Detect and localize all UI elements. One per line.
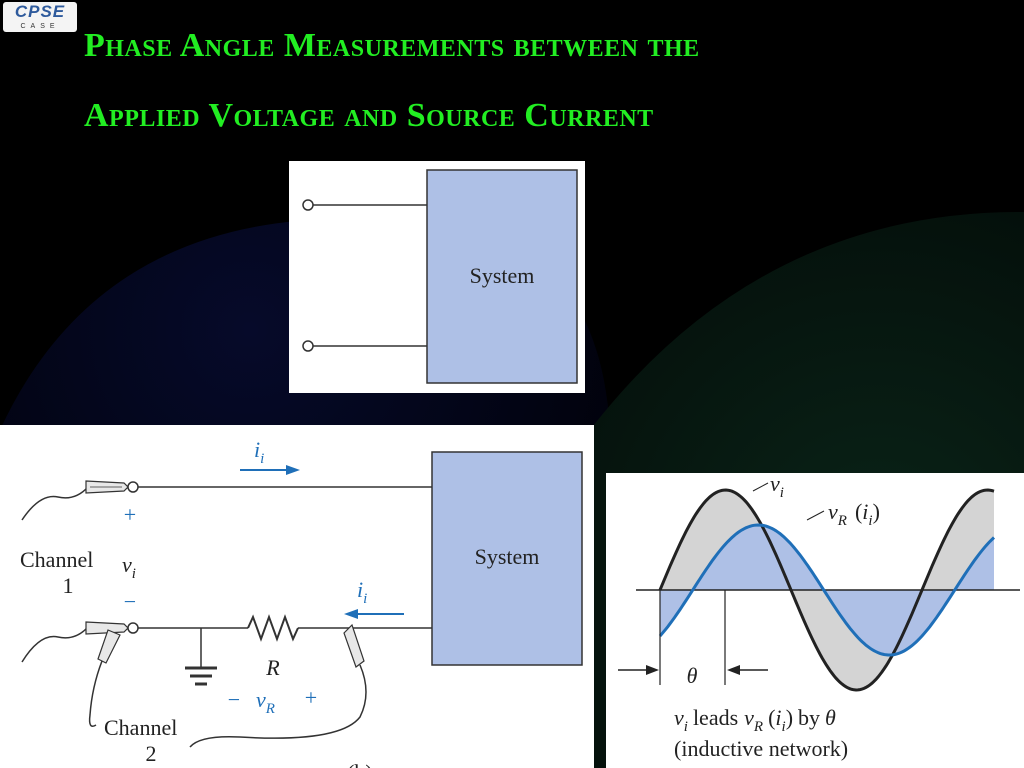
channel2-cable [21, 626, 89, 663]
system-diagram-panel: System [289, 161, 585, 393]
current-label-top: ii [254, 437, 264, 467]
vr-label: vR [256, 687, 275, 717]
input-terminal-top [302, 199, 314, 211]
system-block [431, 451, 583, 666]
channel2-number: 2 [146, 741, 157, 766]
channel1-minus: − [124, 589, 136, 614]
vr-minus: − [228, 687, 240, 712]
channel1-plus: + [124, 502, 136, 527]
vi-waveform [658, 488, 995, 692]
resistor-probe-lead [189, 664, 367, 748]
channel2-ground-clip-icon [97, 629, 121, 664]
slide-title-line-1: Phase Angle Measurements between the [84, 27, 700, 64]
logo-sub-text: CASE [20, 23, 60, 30]
vr-plus: + [305, 685, 317, 710]
current-arrowhead-top [286, 465, 300, 475]
theta-label: θ [687, 663, 698, 688]
channel1-terminal [127, 481, 139, 493]
channel2-terminal [127, 622, 139, 634]
resistor-icon [247, 614, 299, 642]
system-block-label: System [470, 263, 535, 288]
slide-title-line-2: Applied Voltage and Source Current [84, 97, 654, 134]
channel1-cable [21, 486, 89, 521]
vr-waveform [658, 523, 996, 657]
ground-icon [185, 666, 217, 686]
input-terminal-bottom [302, 340, 314, 352]
channel1-number: 1 [63, 573, 74, 598]
measurement-circuit: ii + Channel 1 vi − R − vR + [20, 437, 583, 768]
vr-label-leader [806, 510, 825, 521]
vr-label: vR(ii) [828, 499, 880, 529]
channel1-label: Channel [20, 547, 93, 572]
channel2-clip-icon [85, 621, 129, 635]
vi-label-leader [752, 482, 769, 492]
theta-arrowhead-left [646, 665, 659, 675]
current-label-bottom: ii [357, 577, 367, 607]
system-diagram: System [302, 169, 578, 384]
measurement-circuit-panel: ii + Channel 1 vi − R − vR + [0, 425, 594, 768]
vi-label: vi [770, 473, 784, 501]
theta-arrowhead-right [727, 665, 740, 675]
channel2-ground-lead [88, 660, 103, 727]
system-block-label: System [475, 544, 540, 569]
resistor-probe-clip-icon [343, 623, 365, 668]
vi-label: vi [122, 552, 136, 582]
figure-label-partial: (b) [347, 760, 373, 768]
logo: CPSE CASE [3, 2, 77, 32]
resistor-label: R [265, 655, 280, 680]
logo-main-text: CPSE [14, 2, 66, 21]
current-arrowhead-bottom [344, 609, 358, 619]
system-block [426, 169, 578, 384]
channel2-label: Channel [104, 715, 177, 740]
caption-line-2: (inductive network) [674, 736, 848, 761]
